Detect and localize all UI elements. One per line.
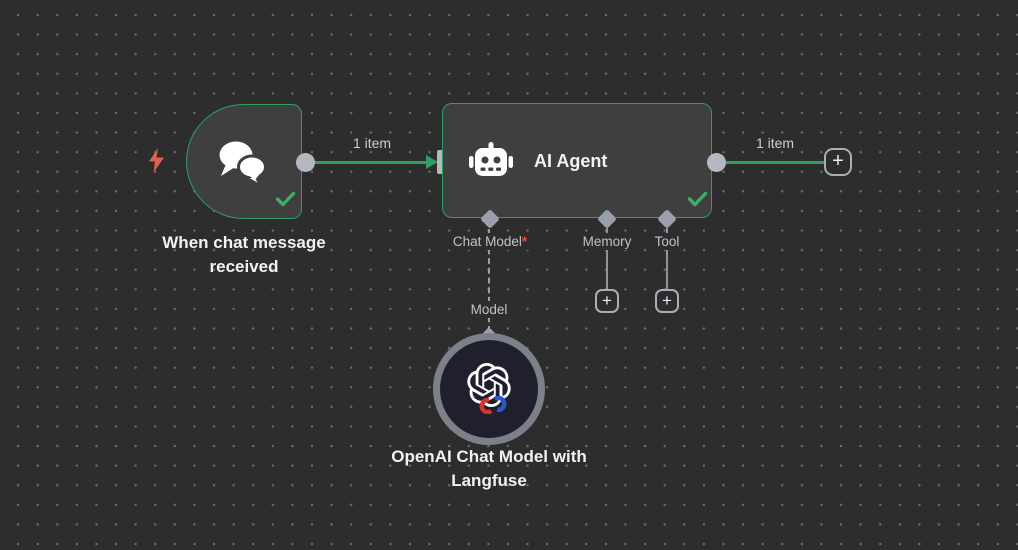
add-memory-button[interactable]: + <box>595 289 619 313</box>
node-when-chat-message-received[interactable] <box>186 104 302 219</box>
chat-bubbles-icon <box>219 141 267 186</box>
label-model-link: Model <box>439 301 539 318</box>
trigger-output-port[interactable] <box>295 152 315 172</box>
agent-output-port[interactable] <box>706 152 726 172</box>
node-ai-agent[interactable] <box>442 103 712 218</box>
required-asterisk: * <box>521 234 528 249</box>
memory-connector-line <box>605 228 608 289</box>
node-title-agent: AI Agent <box>534 151 608 171</box>
connection-run-count-label: 1 item <box>755 135 795 151</box>
chat-model-connection-line[interactable] <box>488 229 490 332</box>
lightning-trigger-icon <box>149 148 164 173</box>
label-chat-model: Chat Model* <box>420 233 560 250</box>
add-tool-button[interactable]: + <box>655 289 679 313</box>
connection-run-count-label: 1 item <box>352 135 392 151</box>
success-check-icon <box>687 191 708 207</box>
label-memory: Memory <box>567 233 647 250</box>
connection-agent-output[interactable] <box>716 160 826 164</box>
connection-trigger-to-agent[interactable] <box>305 160 427 164</box>
node-openai-chat-model[interactable] <box>433 333 545 445</box>
label-tool: Tool <box>637 233 697 250</box>
node-title-model: OpenAI Chat Model with Langfuse <box>391 447 587 490</box>
connection-arrowhead <box>426 155 438 169</box>
langfuse-icon <box>479 396 507 414</box>
tool-connector-line <box>665 228 668 289</box>
robot-icon <box>469 142 513 176</box>
add-node-button[interactable]: + <box>824 148 852 176</box>
node-title-trigger: When chat message received <box>162 233 326 276</box>
success-check-icon <box>275 191 296 207</box>
